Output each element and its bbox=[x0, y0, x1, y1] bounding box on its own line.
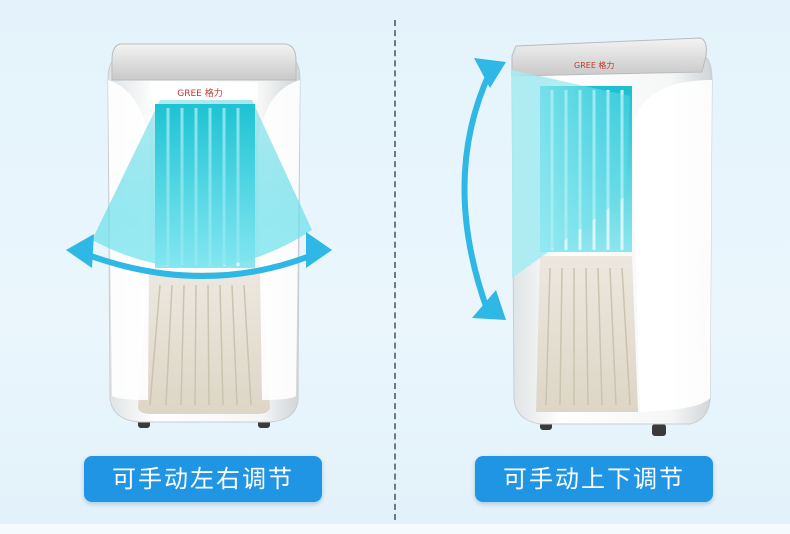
top-cap bbox=[111, 43, 297, 81]
airflow-spread bbox=[92, 100, 312, 268]
bottom-strip bbox=[0, 524, 790, 534]
brand-logo: GREE 格力 bbox=[177, 87, 222, 99]
panel-grooves bbox=[545, 267, 631, 406]
airflow-tilt bbox=[512, 70, 630, 278]
brand-strip bbox=[150, 82, 258, 100]
panel-grooves bbox=[149, 284, 252, 406]
right-ac-unit: GREE 格力 bbox=[461, 37, 713, 436]
swing-arc bbox=[461, 70, 493, 314]
top-cap bbox=[511, 37, 707, 77]
arrow-left-icon bbox=[66, 234, 94, 268]
left-ac-unit: GREE 格力 bbox=[66, 43, 332, 428]
caption-left-right-adjust: 可手动左右调节 bbox=[84, 456, 322, 502]
arrow-down-icon bbox=[472, 290, 506, 320]
brand-logo: GREE 格力 bbox=[574, 60, 614, 70]
panel-divider bbox=[394, 20, 396, 520]
right-side-panel bbox=[632, 80, 712, 412]
wheel bbox=[652, 424, 666, 436]
arrow-up-icon bbox=[474, 58, 506, 88]
swing-arc bbox=[78, 249, 322, 279]
caption-up-down-adjust: 可手动上下调节 bbox=[475, 456, 713, 502]
arrow-right-icon bbox=[306, 232, 332, 268]
